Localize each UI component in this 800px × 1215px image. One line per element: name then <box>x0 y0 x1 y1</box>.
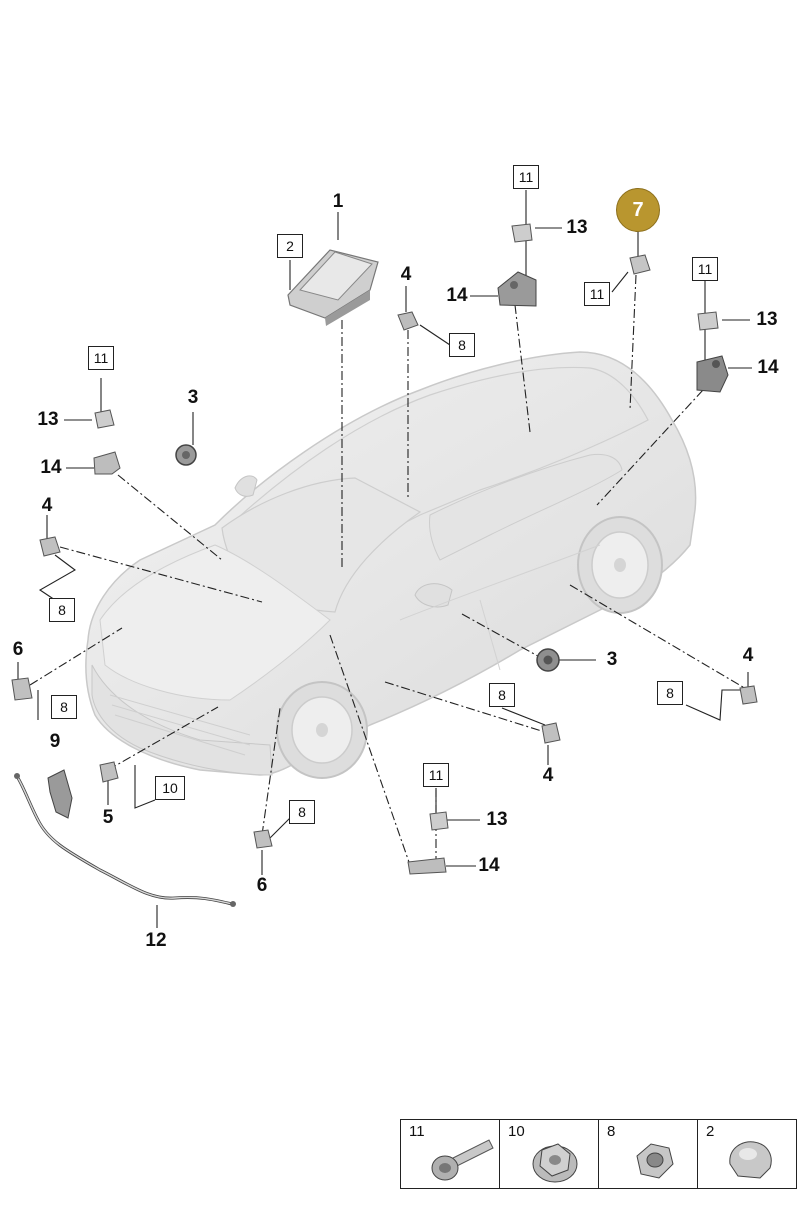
callout-8-bottom: 8 <box>289 800 315 824</box>
callout-14-roof: 14 <box>446 285 468 306</box>
wiring-harness <box>14 773 236 907</box>
front-bumper <box>91 664 273 776</box>
front-wheel <box>276 681 368 779</box>
bolt-bottom <box>429 811 449 831</box>
callout-2: 2 <box>277 234 303 258</box>
legend-cell-hex-nut: 8 <box>599 1120 698 1188</box>
front-sensor <box>99 761 119 783</box>
callout-6-bottom: 6 <box>256 875 268 896</box>
pressure-sensor-left <box>175 444 197 466</box>
front-grille <box>109 694 251 756</box>
bracket-left <box>93 451 121 475</box>
callout-14-bottom: 14 <box>478 855 500 876</box>
sensor-rear <box>629 254 651 275</box>
bolt-left <box>94 409 115 429</box>
sensor-rear-right <box>739 685 758 705</box>
callout-9: 9 <box>49 731 61 752</box>
callout-11-right: 11 <box>692 257 718 281</box>
callout-14-right: 14 <box>757 357 779 378</box>
sensor-front-left <box>11 677 33 701</box>
callout-8-front: 8 <box>51 695 77 719</box>
callout-10: 10 <box>155 776 185 800</box>
sensor-roof <box>397 311 419 331</box>
callout-13-roof: 13 <box>566 217 588 238</box>
callout-14-left: 14 <box>40 457 62 478</box>
front-bracket <box>47 769 73 819</box>
hardware-legend: 11 10 8 2 <box>400 1119 797 1189</box>
side-mirrors <box>234 475 453 608</box>
flange-nut-icon <box>532 1143 578 1183</box>
side-windows <box>429 453 623 561</box>
bolt-right <box>697 311 719 331</box>
bracket-right <box>696 355 729 393</box>
callout-1: 1 <box>332 191 344 212</box>
legend-cell-cap-nut: 2 <box>698 1120 796 1188</box>
callout-3-right: 3 <box>606 649 618 670</box>
callout-11-bottom: 11 <box>423 763 449 787</box>
rear-wheel <box>577 516 663 614</box>
callout-3-left: 3 <box>187 387 199 408</box>
callout-6-left: 6 <box>12 639 24 660</box>
bolt-icon <box>431 1139 494 1181</box>
sensor-center <box>541 722 561 744</box>
callout-12: 12 <box>145 930 167 951</box>
sensor-lower <box>253 829 273 849</box>
callout-13-bottom: 13 <box>486 809 508 830</box>
callout-4-right: 4 <box>742 645 754 666</box>
callout-8-center: 8 <box>489 683 515 707</box>
callout-7-highlighted[interactable]: 7 <box>616 188 660 232</box>
callout-8-roof: 8 <box>449 333 475 357</box>
callout-8-left: 8 <box>49 598 75 622</box>
cap-nut-icon <box>729 1141 772 1179</box>
pressure-sensor-right <box>536 648 560 672</box>
legend-number: 10 <box>508 1123 525 1140</box>
callout-11-rear: 11 <box>584 282 610 306</box>
legend-number: 8 <box>607 1123 616 1140</box>
legend-cell-flange-nut: 10 <box>500 1120 599 1188</box>
bracket-bottom <box>407 857 447 875</box>
vehicle-illustration <box>85 351 697 779</box>
callout-5: 5 <box>102 807 114 828</box>
callout-4-left: 4 <box>41 495 53 516</box>
callout-8-right: 8 <box>657 681 683 705</box>
callout-4-roof: 4 <box>400 264 412 285</box>
bracket-roof <box>497 271 537 307</box>
airbag-control-unit <box>287 249 379 326</box>
legend-number: 2 <box>706 1123 715 1140</box>
callout-13-right: 13 <box>756 309 778 330</box>
callout-11-left: 11 <box>88 346 114 370</box>
bolt-roof <box>511 223 533 243</box>
hex-nut-icon <box>636 1143 674 1179</box>
sensor-left <box>39 536 61 557</box>
callout-11-roof: 11 <box>513 165 539 189</box>
legend-cell-bolt: 11 <box>401 1120 500 1188</box>
legend-number: 11 <box>409 1123 425 1140</box>
door-lines <box>399 544 601 671</box>
callout-13-left: 13 <box>37 409 59 430</box>
hood <box>99 544 331 701</box>
callout-4-bottom: 4 <box>542 765 554 786</box>
